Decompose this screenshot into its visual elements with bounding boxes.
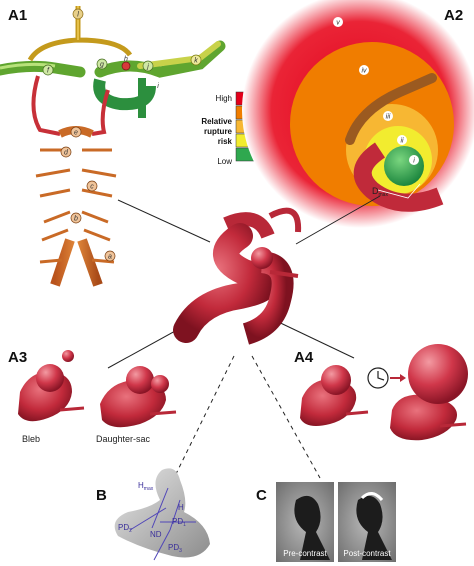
risk-high-label: High [216,94,232,103]
bleb-tip [62,350,74,362]
letter-b: b [74,216,78,223]
zone-v-label: v [336,20,340,27]
zone-i-circle [384,146,424,186]
c-pre-dark-region [294,495,330,560]
b-h-label: H [178,503,184,512]
a2-upper-vessel [345,73,437,145]
daughter-sac [151,375,169,393]
bleb-branch [59,406,85,412]
left-mca [0,60,86,78]
central-top-loop [223,212,275,240]
b-measurement-lines [129,487,196,561]
central-lower-loop [242,251,294,345]
panel-a1: A1 l f [0,6,226,287]
letter-g: g [100,62,104,69]
a4-large-branch [439,422,467,428]
dmax-label: Dmax [372,186,388,198]
letter-d: d [64,150,69,157]
panel-c: C Pre-contrast Post-contrast [256,482,396,562]
central-side-branch [269,270,299,278]
panel-label-c: C [256,487,267,504]
b-nd-label: ND [150,530,162,539]
central-aneurysm-sac [251,247,273,269]
c-pre-label: Pre-contrast [283,549,327,558]
letter-f: f [47,68,50,75]
letter-i: i [157,83,159,90]
daughter-main-sac [126,366,154,394]
a4-large-aneurysm [390,394,457,441]
clock-hands [377,371,385,381]
panel-a3: A3 Bleb Daughter-sac [8,349,177,444]
b-aneurysm-shape [114,468,210,558]
risk-low-label: Low [217,157,232,166]
panel-a2: A2 v iv iii ii i Dmax [242,0,474,228]
central-aneurysm-vessel [173,207,302,345]
risk-title-2: rupture [204,127,233,136]
letter-j: j [146,64,149,71]
central-s-vessel [173,223,278,343]
daughter-branch [149,410,177,416]
panel-label-a3: A3 [8,349,27,366]
a2-zone-markers: v iv iii ii i [333,17,419,165]
risk-title-1: Relative [201,117,232,126]
daughter-aneurysm [100,380,166,428]
c-post-dark-region [356,495,392,560]
bleb-sac [36,364,64,392]
letter-h: h [124,56,128,63]
risk-title-3: risk [218,137,233,146]
b-hmax-label: Hmax [138,481,154,492]
a1-letter-markers: l f g h j i k e d c b a [42,8,202,262]
a2-dmax-lines [377,183,421,199]
central-upper-branch [268,207,302,233]
panel-b: B Hmax H PD1 PD2 PD3 ND [96,468,210,561]
a4-small-branch [345,410,369,416]
growth-arrow-head [400,374,406,382]
panel-label-a4: A4 [294,349,314,366]
panel-label-a1: A1 [8,7,27,24]
basilar-branches [35,148,117,264]
a4-small-sac [321,365,351,395]
letter-c: c [90,184,94,191]
zone-iv-label: iv [361,68,367,75]
bleb-label: Bleb [22,434,40,444]
c-wall-enhancement [360,492,384,502]
a4-large-sac [408,344,468,404]
letter-e: e [74,130,78,137]
a2-parent-vessel [353,142,444,212]
zone-ii-label: ii [400,138,404,145]
b-pd3-label: PD3 [168,543,182,554]
panel-label-b: B [96,487,107,504]
letter-k: k [194,58,198,65]
right-pcomm [91,89,110,136]
letter-a: a [108,254,112,261]
b-pd2-label: PD2 [118,523,132,534]
letter-l: l [77,12,79,19]
zone-iii-label: iii [386,114,391,121]
left-pcomm [31,75,61,136]
panel-label-a2: A2 [444,7,463,24]
c-post-label: Post-contrast [343,549,391,558]
right-green-loop [93,78,156,111]
daughter-label: Daughter-sac [96,434,151,444]
vertebral-arteries [50,238,103,287]
zone-i-label: i [413,158,415,165]
panel-a4: A4 [294,344,468,441]
b-pd1-label: PD1 [172,517,186,528]
